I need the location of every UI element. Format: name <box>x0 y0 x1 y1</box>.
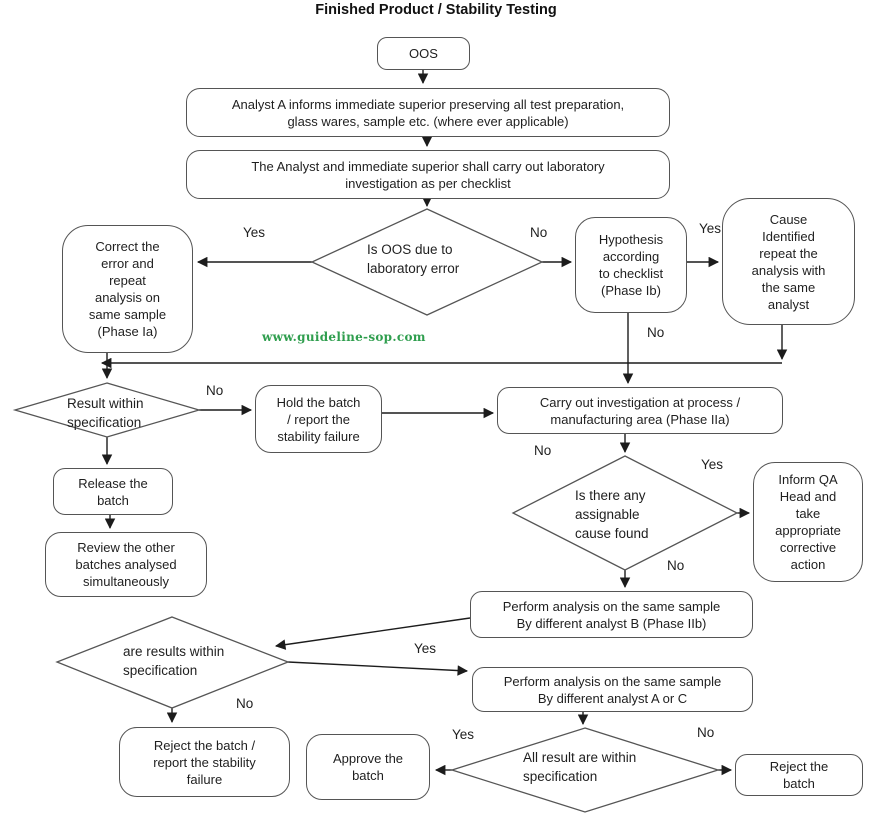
edge-label-yes-lab-error: Yes <box>243 225 266 240</box>
arrow-results-yes-to-analystac <box>287 661 469 676</box>
node-inform-qa: Inform QA Head and take appropriate corr… <box>753 462 863 582</box>
edge-label-no-result: No <box>206 383 224 398</box>
node-lab-investigation: The Analyst and immediate superior shall… <box>186 150 670 199</box>
diamond-label-results-within-spec: are results within specification <box>123 644 225 678</box>
page-title: Finished Product / Stability Testing <box>315 2 557 18</box>
diamond-is-oos-lab-error <box>310 208 544 316</box>
diamond-label-all-results-within: All result are within specification <box>523 750 637 784</box>
edge-label-yes-results: Yes <box>414 641 437 656</box>
watermark: www.guideline-sop.com <box>262 330 426 344</box>
node-analyst-informs: Analyst A informs immediate superior pre… <box>186 88 670 137</box>
edge-label-yes-assignable: Yes <box>701 457 724 472</box>
node-oos: OOS <box>377 37 470 70</box>
diamond-all-results-within <box>449 727 721 813</box>
diamond-result-within-spec <box>12 382 202 438</box>
diamond-results-within-spec <box>55 616 290 709</box>
node-cause-identified: Cause Identified repeat the analysis wit… <box>722 198 855 325</box>
node-analyst-b: Perform analysis on the same sample By d… <box>470 591 753 638</box>
node-carry-out-investigation: Carry out investigation at process / man… <box>497 387 783 434</box>
arrow-analystb-to-results <box>274 617 471 650</box>
node-review-batches: Review the other batches analysed simult… <box>45 532 207 597</box>
diamond-label-result-within-spec: Result within specification <box>67 396 144 430</box>
diamond-label-assignable-cause: Is there any assignable cause found <box>575 488 649 541</box>
edge-label-no-final: No <box>697 725 715 740</box>
edge-label-no-hypothesis: No <box>647 325 665 340</box>
edge-label-no-carry: No <box>534 443 552 458</box>
node-hold-batch: Hold the batch / report the stability fa… <box>255 385 382 453</box>
node-correct-error: Correct the error and repeat analysis on… <box>62 225 193 353</box>
node-hypothesis: Hypothesis according to checklist (Phase… <box>575 217 687 313</box>
edge-label-no-results: No <box>236 696 254 711</box>
node-approve-batch: Approve the batch <box>306 734 430 800</box>
node-release-batch: Release the batch <box>53 468 173 515</box>
edge-label-no-assignable: No <box>667 558 685 573</box>
diamond-label-is-oos-lab-error: Is OOS due to laboratory error <box>367 242 460 276</box>
node-reject-stability: Reject the batch / report the stability … <box>119 727 290 797</box>
diamond-assignable-cause <box>511 455 739 571</box>
edge-label-yes-final: Yes <box>452 727 475 742</box>
edge-label-no-lab-error: No <box>530 225 548 240</box>
node-analyst-a-or-c: Perform analysis on the same sample By d… <box>472 667 753 712</box>
edge-label-yes-hypothesis: Yes <box>699 221 722 236</box>
node-reject-batch: Reject the batch <box>735 754 863 796</box>
